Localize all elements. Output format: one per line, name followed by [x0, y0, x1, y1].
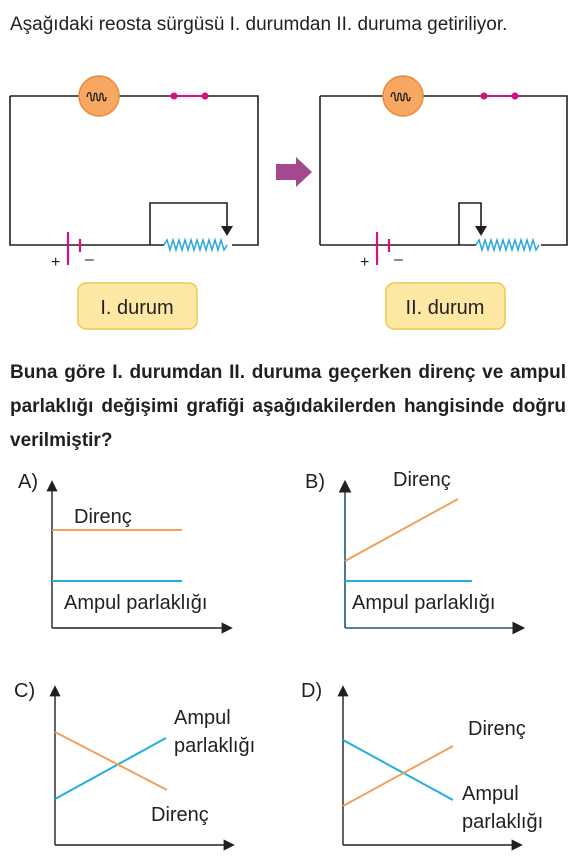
switch-icon: [480, 92, 519, 100]
circuit-2-wire: [319, 95, 568, 246]
option-c-letter: C): [14, 680, 35, 702]
option-c[interactable]: C) Ampul parlaklığı Direnç: [14, 680, 255, 851]
bulb-icon: [382, 75, 424, 117]
option-a-letter: A): [18, 471, 38, 493]
slider-arrow-icon: [221, 226, 233, 236]
parlaklik-label: Ampul parlaklığı: [352, 592, 495, 614]
parlaklik-line: [54, 737, 167, 800]
battery-minus-2: –: [394, 251, 403, 268]
label-box-2: [385, 282, 506, 330]
battery-icon: [66, 232, 82, 265]
transition-arrow-icon: [276, 157, 312, 187]
parlaklik-label: Ampul parlaklığı: [64, 592, 207, 614]
option-d[interactable]: D) Direnç Ampul parlaklığı: [301, 680, 543, 851]
direnc-label: Direnç: [393, 469, 451, 491]
intro-text: Aşağıdaki reosta sürgüsü I. durumdan II.…: [10, 14, 508, 35]
question-text: Buna göre I. durumdan II. duruma geçerke…: [10, 362, 566, 451]
battery-icon: [375, 232, 391, 265]
label-box-1: [77, 282, 198, 330]
option-b-letter: B): [305, 471, 325, 493]
switch-icon: [170, 92, 209, 100]
rheostat-icon: [475, 226, 540, 253]
label-durum-1: I. durum: [100, 297, 173, 319]
slider-arrow-icon: [475, 226, 487, 236]
battery-plus-1: +: [51, 254, 60, 271]
direnc-line: [344, 498, 459, 562]
circuit-1-wire: [9, 95, 259, 246]
option-d-letter: D): [301, 680, 322, 702]
direnc-label: Direnç: [151, 804, 209, 826]
parlaklik-label-2: parlaklığı: [174, 735, 255, 757]
parlaklik-label-2: parlaklığı: [462, 811, 543, 833]
option-a[interactable]: A) Direnç Ampul parlaklığı: [18, 471, 233, 634]
battery-minus-1: –: [85, 251, 94, 268]
parlaklik-line: [342, 739, 454, 801]
option-b[interactable]: B) Direnç Ampul parlaklığı: [305, 469, 526, 635]
direnc-line: [342, 745, 454, 807]
circuit-2: + – II. durum: [319, 75, 568, 330]
parlaklik-label-1: Ampul: [462, 783, 519, 805]
bulb-icon: [78, 75, 120, 117]
direnc-line: [54, 731, 168, 791]
direnc-label: Direnç: [468, 718, 526, 740]
parlaklik-label-1: Ampul: [174, 707, 231, 729]
label-durum-2: II. durum: [406, 297, 485, 319]
direnc-label: Direnç: [74, 506, 132, 528]
circuit-1: + – I. durum: [9, 75, 259, 330]
battery-plus-2: +: [360, 254, 369, 271]
rheostat-icon: [163, 226, 233, 253]
